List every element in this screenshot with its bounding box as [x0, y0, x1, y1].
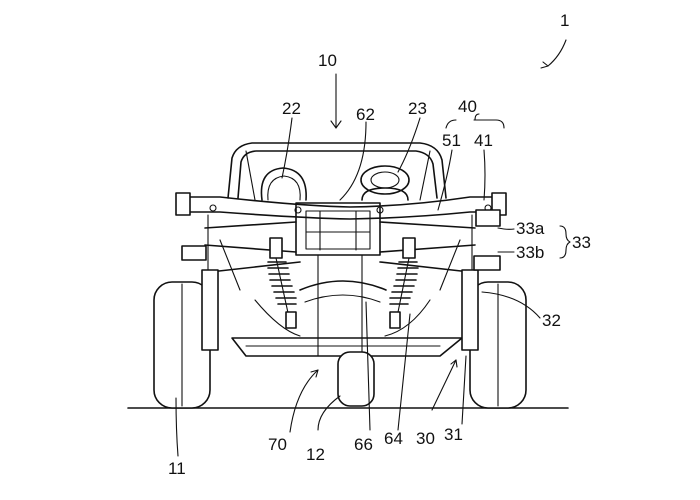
label-seat-23: 23 [408, 99, 427, 118]
label-64: 64 [384, 429, 403, 448]
front-cross-beam [175, 192, 507, 220]
undercarriage [231, 254, 463, 357]
leader-10-arrow [330, 120, 342, 129]
label-51: 51 [442, 131, 461, 150]
seat-left [260, 167, 307, 201]
label-41: 41 [474, 131, 493, 150]
wheel-right [461, 209, 527, 409]
brace-33 [559, 225, 571, 259]
wheel-center [337, 351, 375, 407]
label-66: 66 [354, 435, 373, 454]
leader-11 [175, 397, 179, 457]
shock-absorber-left [267, 237, 297, 329]
brace-40 [445, 113, 505, 129]
leader-1-arrow [540, 61, 549, 69]
leader-31 [461, 355, 467, 425]
label-32: 32 [542, 311, 561, 330]
leader-32 [481, 291, 541, 319]
center-frame [295, 202, 381, 256]
label-fig-1: 1 [560, 11, 569, 30]
label-33a: 33a [516, 219, 545, 238]
label-62: 62 [356, 105, 375, 124]
leader-51 [437, 149, 453, 211]
label-12: 12 [306, 445, 325, 464]
leader-30-arrow [450, 359, 458, 368]
label-group-40: 40 [458, 97, 477, 116]
label-11: 11 [168, 459, 186, 478]
label-33: 33 [572, 233, 591, 252]
reference-labels: 1 10 22 23 40 51 41 62 33a 33b 33 32 11 … [168, 11, 591, 478]
label-seat-22: 22 [282, 99, 301, 118]
leader-66 [365, 301, 371, 431]
leader-70-arrow [310, 369, 319, 378]
leader-30 [431, 359, 457, 411]
label-33b: 33b [516, 243, 544, 262]
seat-right [360, 165, 410, 201]
shock-absorber-right [389, 237, 419, 329]
leader-12 [317, 395, 341, 431]
leader-23 [397, 117, 421, 173]
label-70: 70 [268, 435, 287, 454]
label-30: 30 [416, 429, 435, 448]
leader-64 [397, 313, 411, 431]
leader-70 [289, 369, 319, 433]
leader-33a [497, 227, 515, 230]
leader-41 [483, 149, 486, 201]
leader-62 [339, 121, 367, 201]
label-vehicle-10: 10 [318, 51, 337, 70]
roll-cage [227, 142, 447, 201]
label-31: 31 [444, 425, 463, 444]
leader-1 [547, 39, 567, 67]
leader-22 [281, 117, 293, 179]
wheel-left [153, 214, 219, 409]
leader-lines [175, 39, 571, 457]
